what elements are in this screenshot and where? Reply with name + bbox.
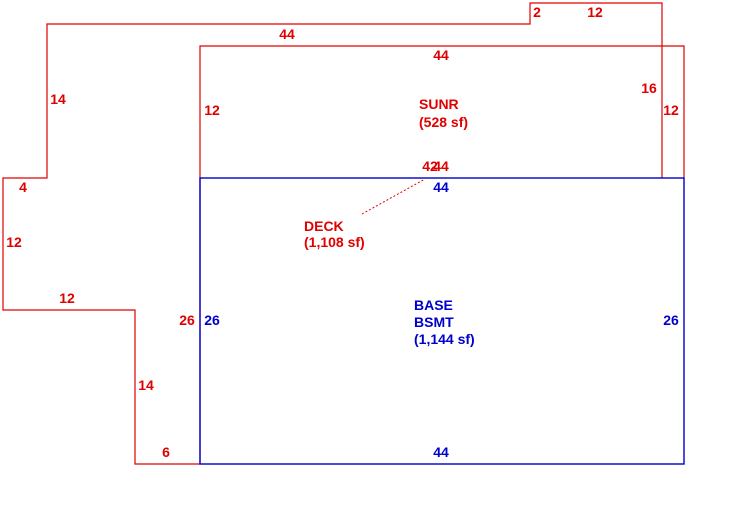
sunroom-dim-bottom: 44 — [433, 158, 449, 174]
deck-dim-left-lower: 14 — [138, 377, 154, 393]
deck-dim-step-upper: 4 — [19, 179, 27, 195]
basement-dim-left: 26 — [204, 312, 220, 328]
deck-dim-left-mid: 12 — [6, 234, 22, 250]
deck-dim-top: 44 — [279, 26, 295, 42]
sunroom-area: (528 sf) — [419, 114, 468, 130]
basement-name-line2: BSMT — [414, 314, 454, 330]
sunroom-dim-top: 44 — [433, 47, 449, 63]
basement-outline — [199, 177, 685, 465]
basement-dim-right: 26 — [663, 312, 679, 328]
deck-area: (1,108 sf) — [304, 234, 365, 250]
deck-dim-right: 16 — [641, 80, 657, 96]
deck-dim-inner-top: 42 — [422, 158, 438, 174]
basement-dim-bottom: 44 — [433, 444, 449, 460]
deck-dim-bottom: 6 — [162, 444, 170, 460]
basement-dim-top: 44 — [433, 179, 449, 195]
deck-dim-inner-right: 26 — [179, 312, 195, 328]
deck-dim-step-lower: 12 — [59, 290, 75, 306]
deck-dim-top-right: 12 — [587, 4, 603, 20]
sunroom-dim-right: 12 — [663, 102, 679, 118]
deck-name: DECK — [304, 218, 344, 234]
sunroom-dim-left: 12 — [204, 102, 220, 118]
basement-name-line1: BASE — [414, 297, 453, 313]
deck-dim-left-upper: 14 — [50, 91, 66, 107]
sunroom-name: SUNR — [419, 96, 459, 112]
deck-dim-top-jog: 2 — [533, 4, 541, 20]
deck-leader-line — [361, 178, 426, 215]
deck-outline — [2, 2, 663, 465]
sunroom-outline — [199, 45, 685, 178]
basement-area: (1,144 sf) — [414, 331, 475, 347]
